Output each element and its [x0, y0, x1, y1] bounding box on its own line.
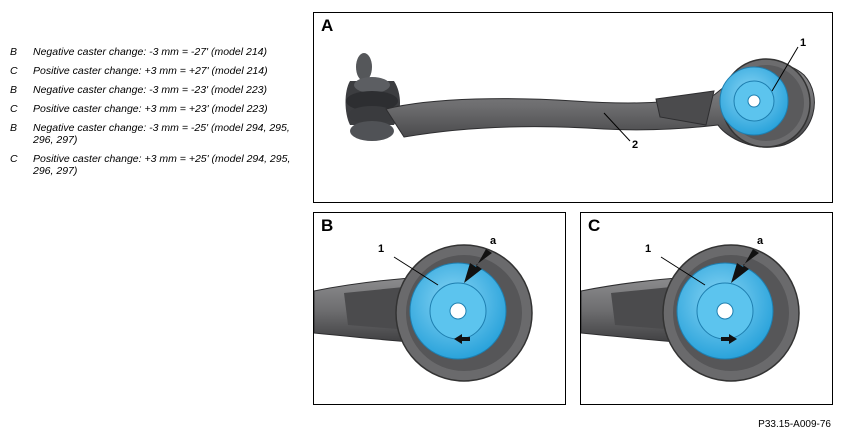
figure-code: P33.15-A009-76 — [758, 419, 831, 430]
legend-row: C Positive caster change: +3 mm = +25' (… — [10, 153, 300, 177]
legend-text: Positive caster change: +3 mm = +23' (mo… — [33, 103, 268, 115]
legend-text: Negative caster change: -3 mm = -23' (mo… — [33, 84, 267, 96]
legend: B Negative caster change: -3 mm = -27' (… — [10, 46, 300, 184]
legend-row: B Negative caster change: -3 mm = -27' (… — [10, 46, 300, 58]
legend-row: C Positive caster change: +3 mm = +27' (… — [10, 65, 300, 77]
callout-1: 1 — [645, 243, 652, 255]
legend-text: Positive caster change: +3 mm = +27' (mo… — [33, 65, 268, 77]
callout-1: 1 — [378, 243, 385, 255]
callout-a: a — [490, 235, 497, 247]
legend-text: Negative caster change: -3 mm = -27' (mo… — [33, 46, 267, 58]
callout-a: a — [757, 235, 764, 247]
legend-key: C — [10, 65, 18, 77]
legend-key: C — [10, 103, 18, 115]
eccentric-bushing — [719, 66, 789, 136]
panel-letter: A — [321, 16, 334, 35]
legend-key: B — [10, 84, 18, 96]
panel-c: C 1 a — [580, 212, 833, 405]
arm-body — [385, 63, 815, 148]
callout-1: 1 — [800, 37, 807, 49]
panel-a: A 1 2 — [313, 12, 833, 203]
legend-row: B Negative caster change: -3 mm = -25' (… — [10, 122, 300, 146]
legend-key: B — [10, 46, 18, 58]
arrow-a-icon — [731, 249, 759, 283]
ball-joint — [345, 53, 400, 141]
legend-text: Negative caster change: -3 mm = -25' (mo… — [33, 122, 290, 146]
bushing-detail-illustration — [581, 244, 800, 382]
small-arrow-icon — [454, 334, 470, 344]
legend-text: Positive caster change: +3 mm = +25' (mo… — [33, 153, 291, 177]
legend-row: C Positive caster change: +3 mm = +23' (… — [10, 103, 300, 115]
legend-key: B — [10, 122, 18, 134]
arrow-a-icon — [464, 249, 492, 283]
bushing-detail-illustration — [314, 244, 533, 382]
panel-b: B 1 a — [313, 212, 566, 405]
control-arm-illustration — [345, 46, 815, 148]
panel-letter: B — [321, 216, 334, 235]
legend-key: C — [10, 153, 18, 165]
legend-row: B Negative caster change: -3 mm = -23' (… — [10, 84, 300, 96]
callout-2: 2 — [632, 139, 639, 151]
small-arrow-icon — [721, 334, 737, 344]
panel-letter: C — [588, 216, 601, 235]
